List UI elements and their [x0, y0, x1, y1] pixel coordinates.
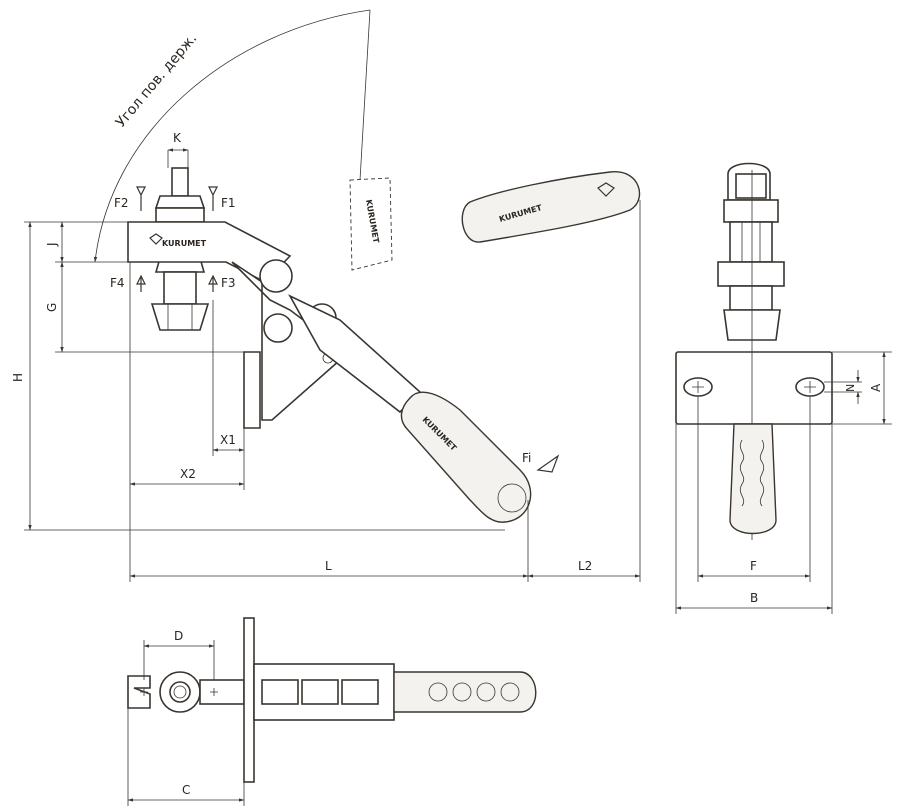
dim-c: C: [182, 783, 190, 797]
dim-k: K: [173, 131, 182, 145]
handle-rotated-dashed: [349, 177, 393, 271]
dim-l2: L2: [578, 559, 592, 573]
front-view: A N F B: [675, 162, 892, 614]
handle-detail: KURUMET: [461, 171, 641, 243]
rotation-angle-label: Угол пов. держ.: [113, 31, 200, 131]
force-fi-label: Fi: [522, 451, 531, 465]
dimension-lines: K J G H X1 X2 L L2: [11, 131, 641, 582]
rotation-arc: [93, 9, 371, 263]
top-view: D C: [127, 617, 537, 806]
dim-n: N: [844, 384, 857, 392]
brand-logo-dashed: KURUMET: [364, 199, 381, 245]
dim-b: B: [750, 591, 758, 605]
force-f1-label: F1: [221, 196, 236, 210]
dim-h: H: [11, 373, 25, 382]
dim-d: D: [174, 629, 183, 643]
brand-logo-arm: KURUMET: [162, 239, 207, 248]
side-view: Угол пов. держ. KURUMET: [11, 9, 641, 582]
dim-g: G: [45, 303, 59, 312]
dim-f: F: [750, 559, 757, 573]
force-f2-label: F2: [114, 196, 129, 210]
dim-j: J: [45, 242, 59, 247]
dim-a: A: [869, 383, 883, 392]
force-f3-label: F3: [221, 276, 236, 290]
dim-x2: X2: [180, 467, 196, 481]
force-f4-label: F4: [110, 276, 125, 290]
dim-x1: X1: [220, 433, 236, 447]
force-arrows: F2 F1 F4 F3 Fi: [110, 186, 560, 473]
clamp-handle: KURUMET: [288, 294, 532, 523]
dim-l: L: [325, 559, 332, 573]
